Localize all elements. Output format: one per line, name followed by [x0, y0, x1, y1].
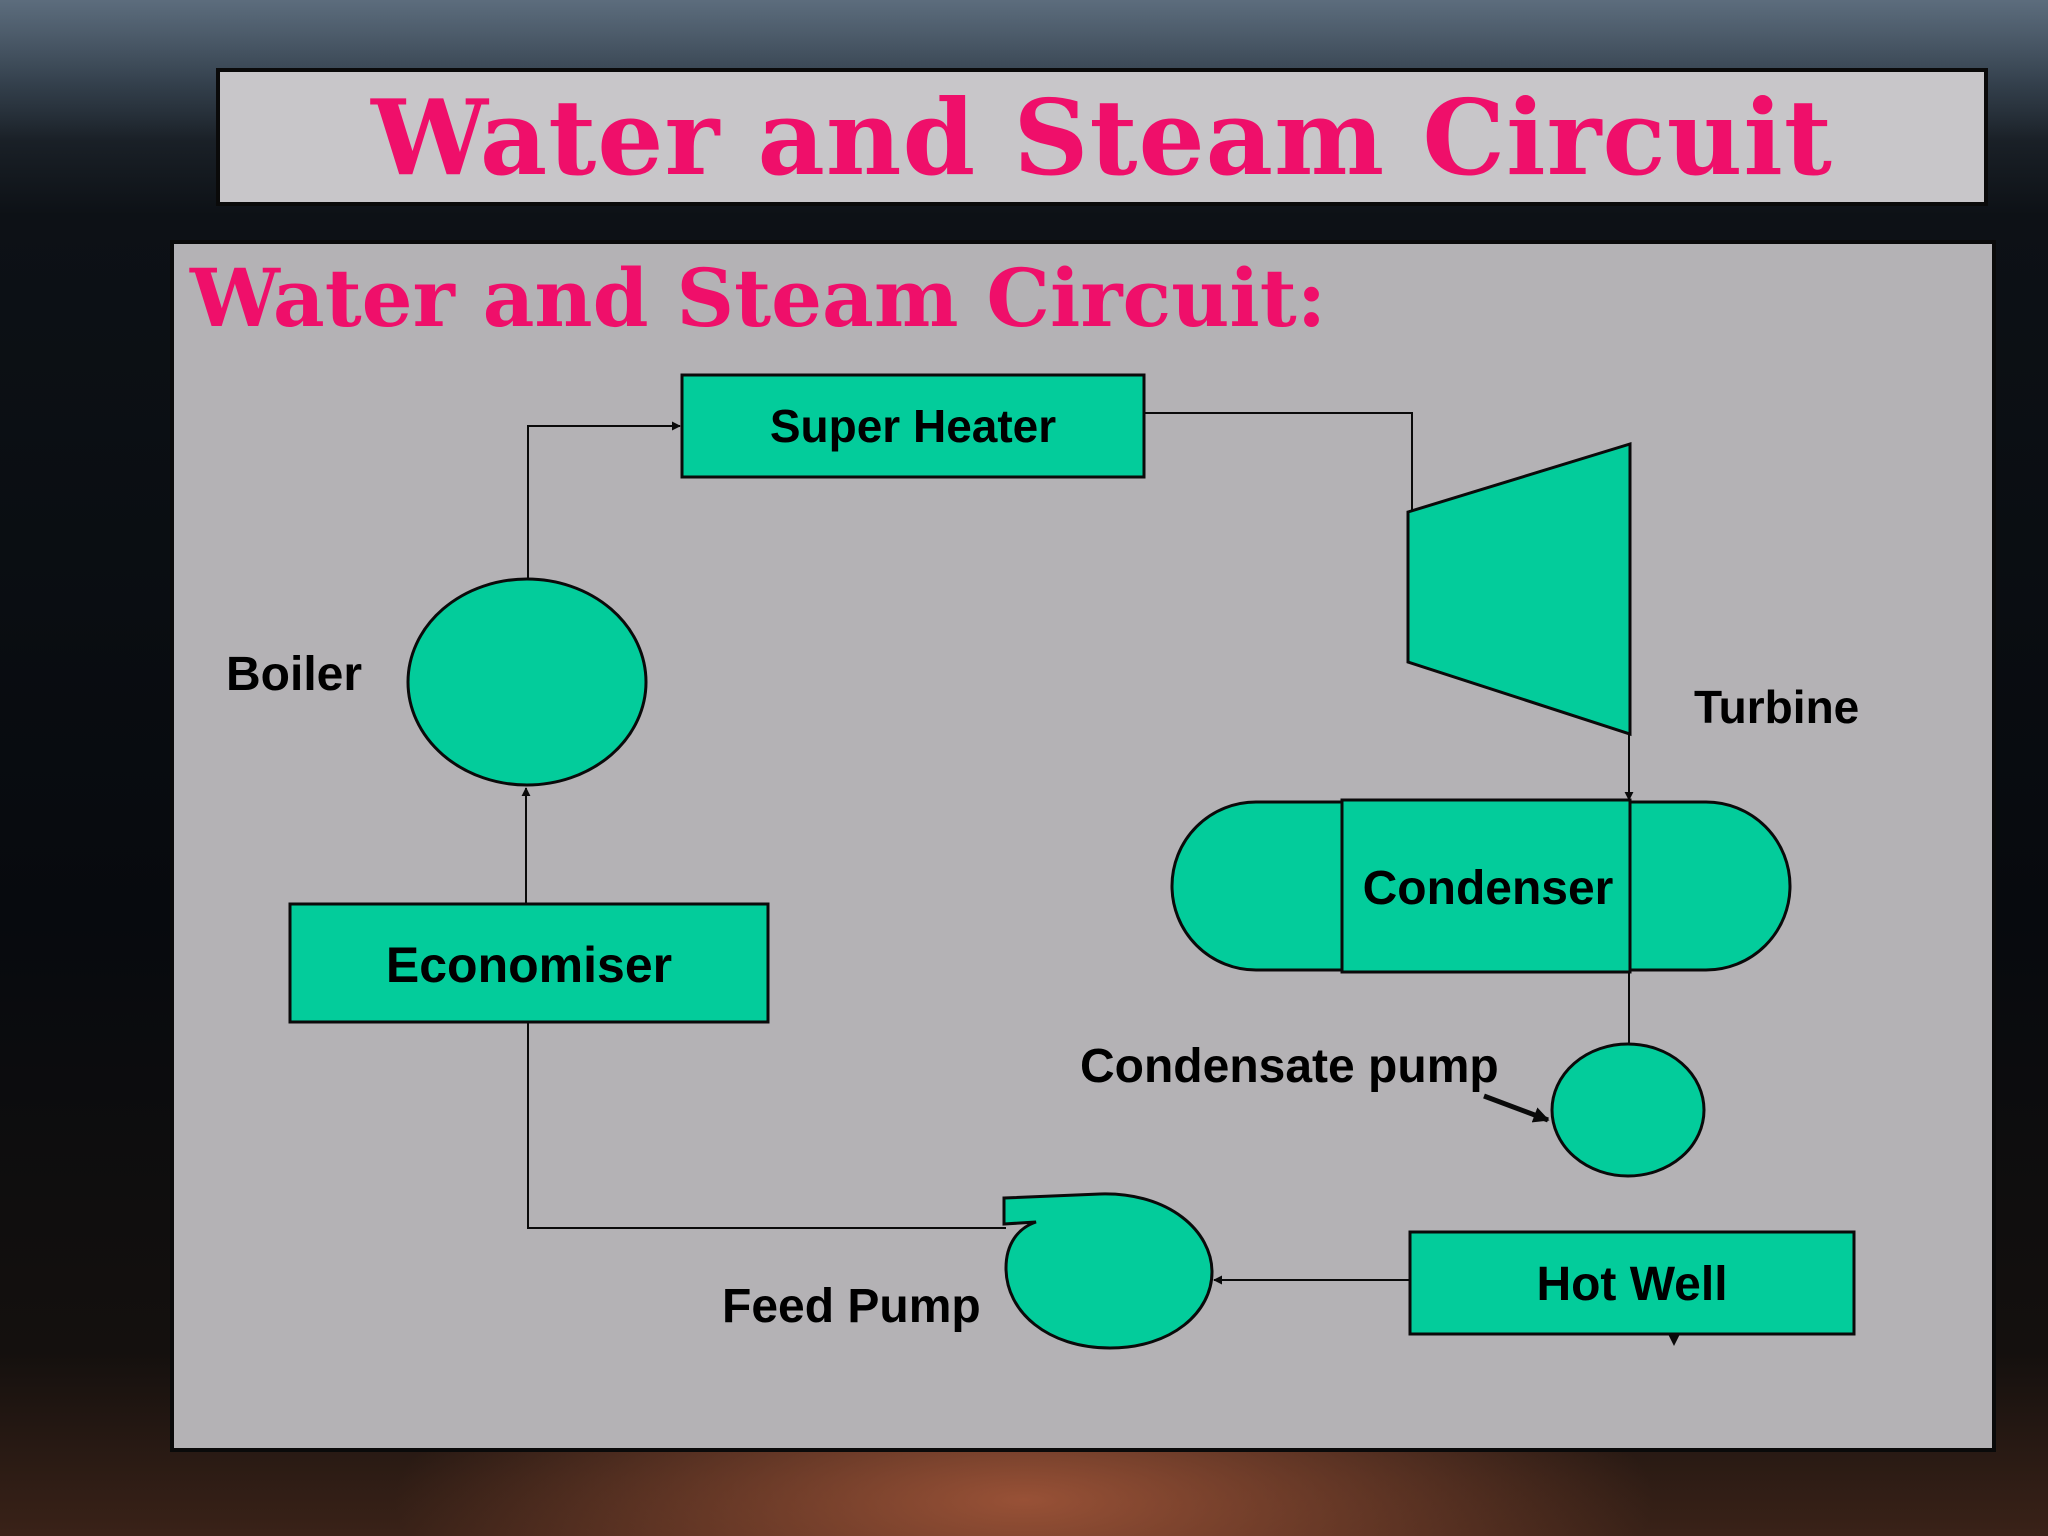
condensate-pump-pointer: [1483, 1093, 1550, 1123]
condensate-pump-shape: [1550, 1042, 1706, 1178]
boiler-label: Boiler: [226, 648, 362, 701]
turbine-shape: [1406, 441, 1632, 737]
super-heater-label: Super Heater: [770, 400, 1056, 452]
connectors: [521, 412, 1634, 1285]
panel-heading: Water and Steam Circuit:: [190, 251, 1327, 345]
slide-title: Water and Steam Circuit: [371, 76, 1833, 199]
condenser-label: Condenser: [1363, 862, 1614, 915]
boiler-shape: [406, 577, 648, 787]
feed-pump-label: Feed Pump: [722, 1280, 981, 1333]
turbine-label: Turbine: [1694, 681, 1859, 733]
hot-well-label: Hot Well: [1536, 1258, 1727, 1311]
connector-boiler-to-superheater: [527, 421, 681, 580]
condensate-pump-label: Condensate pump: [1080, 1040, 1499, 1093]
connector-feedpump-to-economiser: [523, 1009, 1006, 1229]
economiser-block: Economiser: [288, 902, 770, 1024]
condenser-shape: Condenser: [1170, 798, 1792, 974]
feed-pump-shape: [1002, 1192, 1214, 1350]
hot-well-block: Hot Well: [1408, 1230, 1856, 1346]
connector-superheater-to-turbine: [1144, 412, 1417, 527]
title-banner: Water and Steam Circuit: [216, 68, 1988, 206]
economiser-label: Economiser: [386, 937, 672, 993]
super-heater-block: Super Heater: [680, 373, 1146, 479]
